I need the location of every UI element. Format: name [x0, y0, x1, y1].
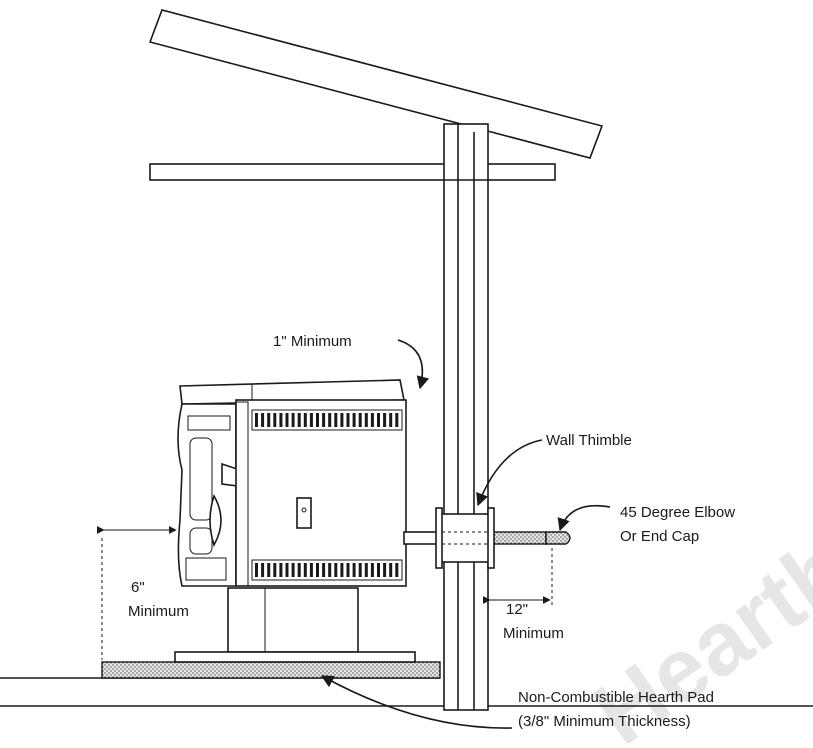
vent-pipe: [403, 531, 571, 545]
elbow-leader: [557, 504, 611, 532]
vent-slot: [267, 413, 271, 427]
hearth-leader: [320, 675, 513, 729]
vent-slot: [267, 563, 271, 577]
watermark: Hearth: [577, 519, 813, 743]
stove-corner-trim: [235, 401, 249, 587]
vent-slot: [364, 413, 368, 427]
vent-slot: [389, 563, 393, 577]
vent-slot: [309, 413, 313, 427]
one-inch-leader: [397, 339, 430, 390]
vent-slot: [340, 563, 344, 577]
stove-front-door: [177, 403, 237, 587]
end-cap: [545, 531, 571, 545]
pellet-stove: [174, 379, 416, 663]
thimble-body: [437, 513, 493, 563]
vent-slot: [291, 413, 295, 427]
vent-slot: [297, 563, 301, 577]
elbow-label-line1: 45 Degree Elbow: [620, 504, 735, 521]
vent-slot: [285, 563, 289, 577]
six-inch-label: 6": [131, 579, 145, 596]
twelve-inch-minimum-label: Minimum: [503, 625, 564, 642]
vent-slot: [395, 413, 399, 427]
thimble-leader: [476, 439, 543, 507]
upper-vents: [255, 413, 399, 427]
hearth-label-line2: (3/8" Minimum Thickness): [518, 713, 691, 730]
vent-slot: [273, 413, 277, 427]
vent-slot: [255, 413, 258, 427]
control-panel: [296, 497, 312, 529]
vent-slot: [291, 563, 295, 577]
roof-rafter: [148, 9, 604, 159]
vent-slot: [334, 413, 338, 427]
vent-slot: [370, 413, 374, 427]
six-inch-minimum-label: Minimum: [128, 603, 189, 620]
door-glass: [189, 437, 213, 521]
vent-slot: [395, 563, 399, 577]
vent-slot: [377, 563, 380, 577]
hearth-label-line1: Non-Combustible Hearth Pad: [518, 689, 714, 706]
vent-slot: [279, 413, 283, 427]
vent-slot: [322, 413, 326, 427]
vent-slot: [377, 413, 380, 427]
wall-thimble-label: Wall Thimble: [546, 432, 632, 449]
vent-slot: [389, 413, 393, 427]
vent-slot: [352, 413, 356, 427]
one-inch-label: 1" Minimum: [273, 333, 352, 350]
pipe-stove-segment: [403, 531, 441, 545]
vent-slot: [255, 563, 258, 577]
vent-slot: [279, 563, 283, 577]
wall: [443, 123, 489, 711]
vent-slot: [285, 413, 289, 427]
ceiling-joist: [149, 163, 556, 181]
lower-vents: [255, 563, 399, 577]
vent-slot: [261, 413, 265, 427]
hearth-pad: [101, 661, 441, 679]
thimble-flange-right: [487, 507, 495, 569]
thimble-flange-left: [435, 507, 443, 569]
twelve-inch-label: 12": [506, 601, 528, 618]
vent-slot: [364, 563, 368, 577]
vent-slot: [358, 413, 362, 427]
vent-slot: [334, 563, 338, 577]
vent-slot: [383, 413, 387, 427]
vent-slot: [273, 563, 277, 577]
stove-base-plate: [174, 651, 416, 663]
vent-slot: [303, 563, 307, 577]
vent-slot: [303, 413, 307, 427]
wall-thimble: [435, 507, 495, 569]
elbow-label-line2: Or End Cap: [620, 528, 699, 545]
vent-slot: [328, 413, 332, 427]
vent-slot: [346, 413, 350, 427]
vent-slot: [297, 413, 301, 427]
upper-vent-frame: [251, 409, 403, 431]
vent-slot: [309, 563, 313, 577]
vent-slot: [316, 563, 319, 577]
stove-body: [235, 399, 407, 587]
vent-slot: [358, 563, 362, 577]
ash-pan: [185, 557, 227, 581]
vent-slot: [261, 563, 265, 577]
control-knob: [301, 507, 307, 513]
vent-slot: [352, 563, 356, 577]
vent-slot: [322, 563, 326, 577]
vent-slot: [328, 563, 332, 577]
vent-slot: [316, 413, 319, 427]
vent-slot: [383, 563, 387, 577]
stove-pedestal: [227, 587, 359, 653]
vent-slot: [340, 413, 344, 427]
door-frame-top: [187, 415, 231, 431]
vent-slot: [346, 563, 350, 577]
pipe-outside-segment: [489, 531, 547, 545]
door-handle: [209, 494, 222, 547]
lower-vent-frame: [251, 559, 403, 581]
vent-slot: [370, 563, 374, 577]
